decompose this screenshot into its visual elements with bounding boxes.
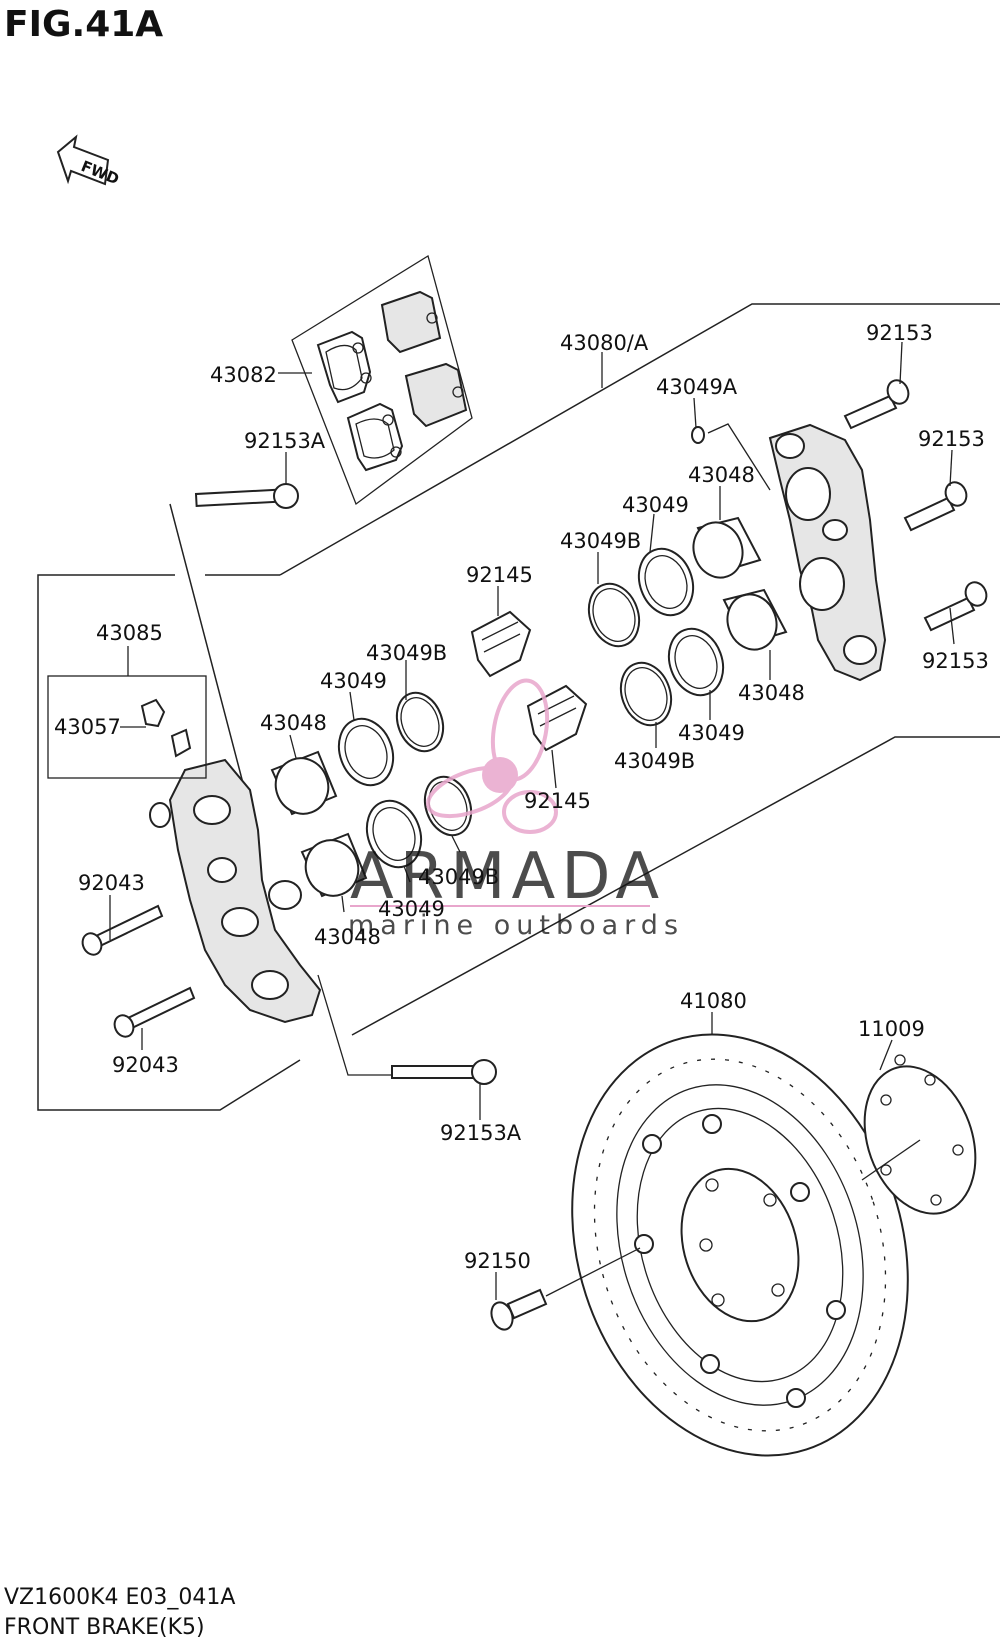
part-label-43080a: 43080/A	[560, 331, 649, 355]
armada-watermark: ARMADA marine outboards	[348, 678, 684, 941]
part-label-92153-3: 92153	[922, 649, 989, 673]
part-label-43085: 43085	[96, 621, 163, 645]
bolt-92153a-bottom	[391, 1059, 497, 1085]
bolt-92150	[490, 1288, 548, 1331]
piston-set-left	[270, 691, 473, 898]
brake-disc-41080	[571, 1033, 909, 1457]
pad-spring-92145-2	[526, 684, 588, 752]
part-label-43049-r2: 43049	[678, 721, 745, 745]
part-label-92153-2: 92153	[918, 427, 985, 451]
caliper-left-half	[149, 758, 322, 1024]
bleeder-kit-box	[47, 675, 207, 779]
part-label-43049b-r1: 43049B	[560, 529, 641, 553]
bolt-92043-2	[113, 986, 196, 1038]
part-label-43049b-r2: 43049B	[614, 749, 695, 773]
bolt-92153-3	[923, 581, 988, 632]
bolt-92153a-top	[194, 483, 299, 509]
part-label-43057: 43057	[54, 715, 121, 739]
part-label-43048-l2: 43048	[314, 925, 381, 949]
part-label-43048-r1: 43048	[688, 463, 755, 487]
bleeder-valve	[170, 728, 192, 758]
figure-title: FIG.41A	[4, 4, 163, 45]
part-labels: 43082 92153A 43080/A 43049A 92153 92153 92153 4…	[54, 321, 989, 1273]
forward-arrow-icon: FWD	[56, 134, 122, 188]
caliper-right-half	[768, 423, 887, 682]
bolt-92153-2	[903, 481, 968, 532]
part-label-92153a-top: 92153A	[244, 429, 326, 453]
footer-section: FRONT BRAKE(K5)	[4, 1615, 205, 1640]
piston-set-right	[587, 516, 788, 727]
part-label-43048-l1: 43048	[260, 711, 327, 735]
part-label-43049a: 43049A	[656, 375, 738, 399]
part-label-43049-l1: 43049	[320, 669, 387, 693]
part-label-43048-r2: 43048	[738, 681, 805, 705]
bolt-92043-1	[81, 904, 164, 956]
bolt-92153-1	[843, 379, 910, 430]
watermark-brand: ARMADA	[350, 840, 665, 914]
watermark-tagline: marine outboards	[348, 910, 684, 941]
part-label-43049-l2: 43049	[378, 897, 445, 921]
pad-spring-92145-1	[470, 610, 532, 678]
part-label-92153-1: 92153	[866, 321, 933, 345]
part-label-92145-2: 92145	[524, 789, 591, 813]
part-label-41080: 41080	[680, 989, 747, 1013]
part-label-43049b-l2: 43049B	[418, 865, 499, 889]
part-label-92043-2: 92043	[112, 1053, 179, 1077]
part-label-43082: 43082	[210, 363, 277, 387]
part-label-92150: 92150	[464, 1249, 531, 1273]
brake-pad-set	[291, 254, 473, 506]
washer-43049a	[691, 426, 705, 444]
part-label-92153a-bot: 92153A	[440, 1121, 522, 1145]
part-label-43049-r1: 43049	[622, 493, 689, 517]
assembly-outline	[37, 303, 1000, 1111]
part-label-92043-1: 92043	[78, 871, 145, 895]
armada-logo-icon	[426, 678, 558, 834]
bleeder-cap-43057	[140, 698, 166, 728]
part-label-11009: 11009	[858, 1017, 925, 1041]
part-label-43049b-l1: 43049B	[366, 641, 447, 665]
part-label-92145-1: 92145	[466, 563, 533, 587]
footer-model-code: VZ1600K4 E03_041A	[4, 1585, 235, 1610]
